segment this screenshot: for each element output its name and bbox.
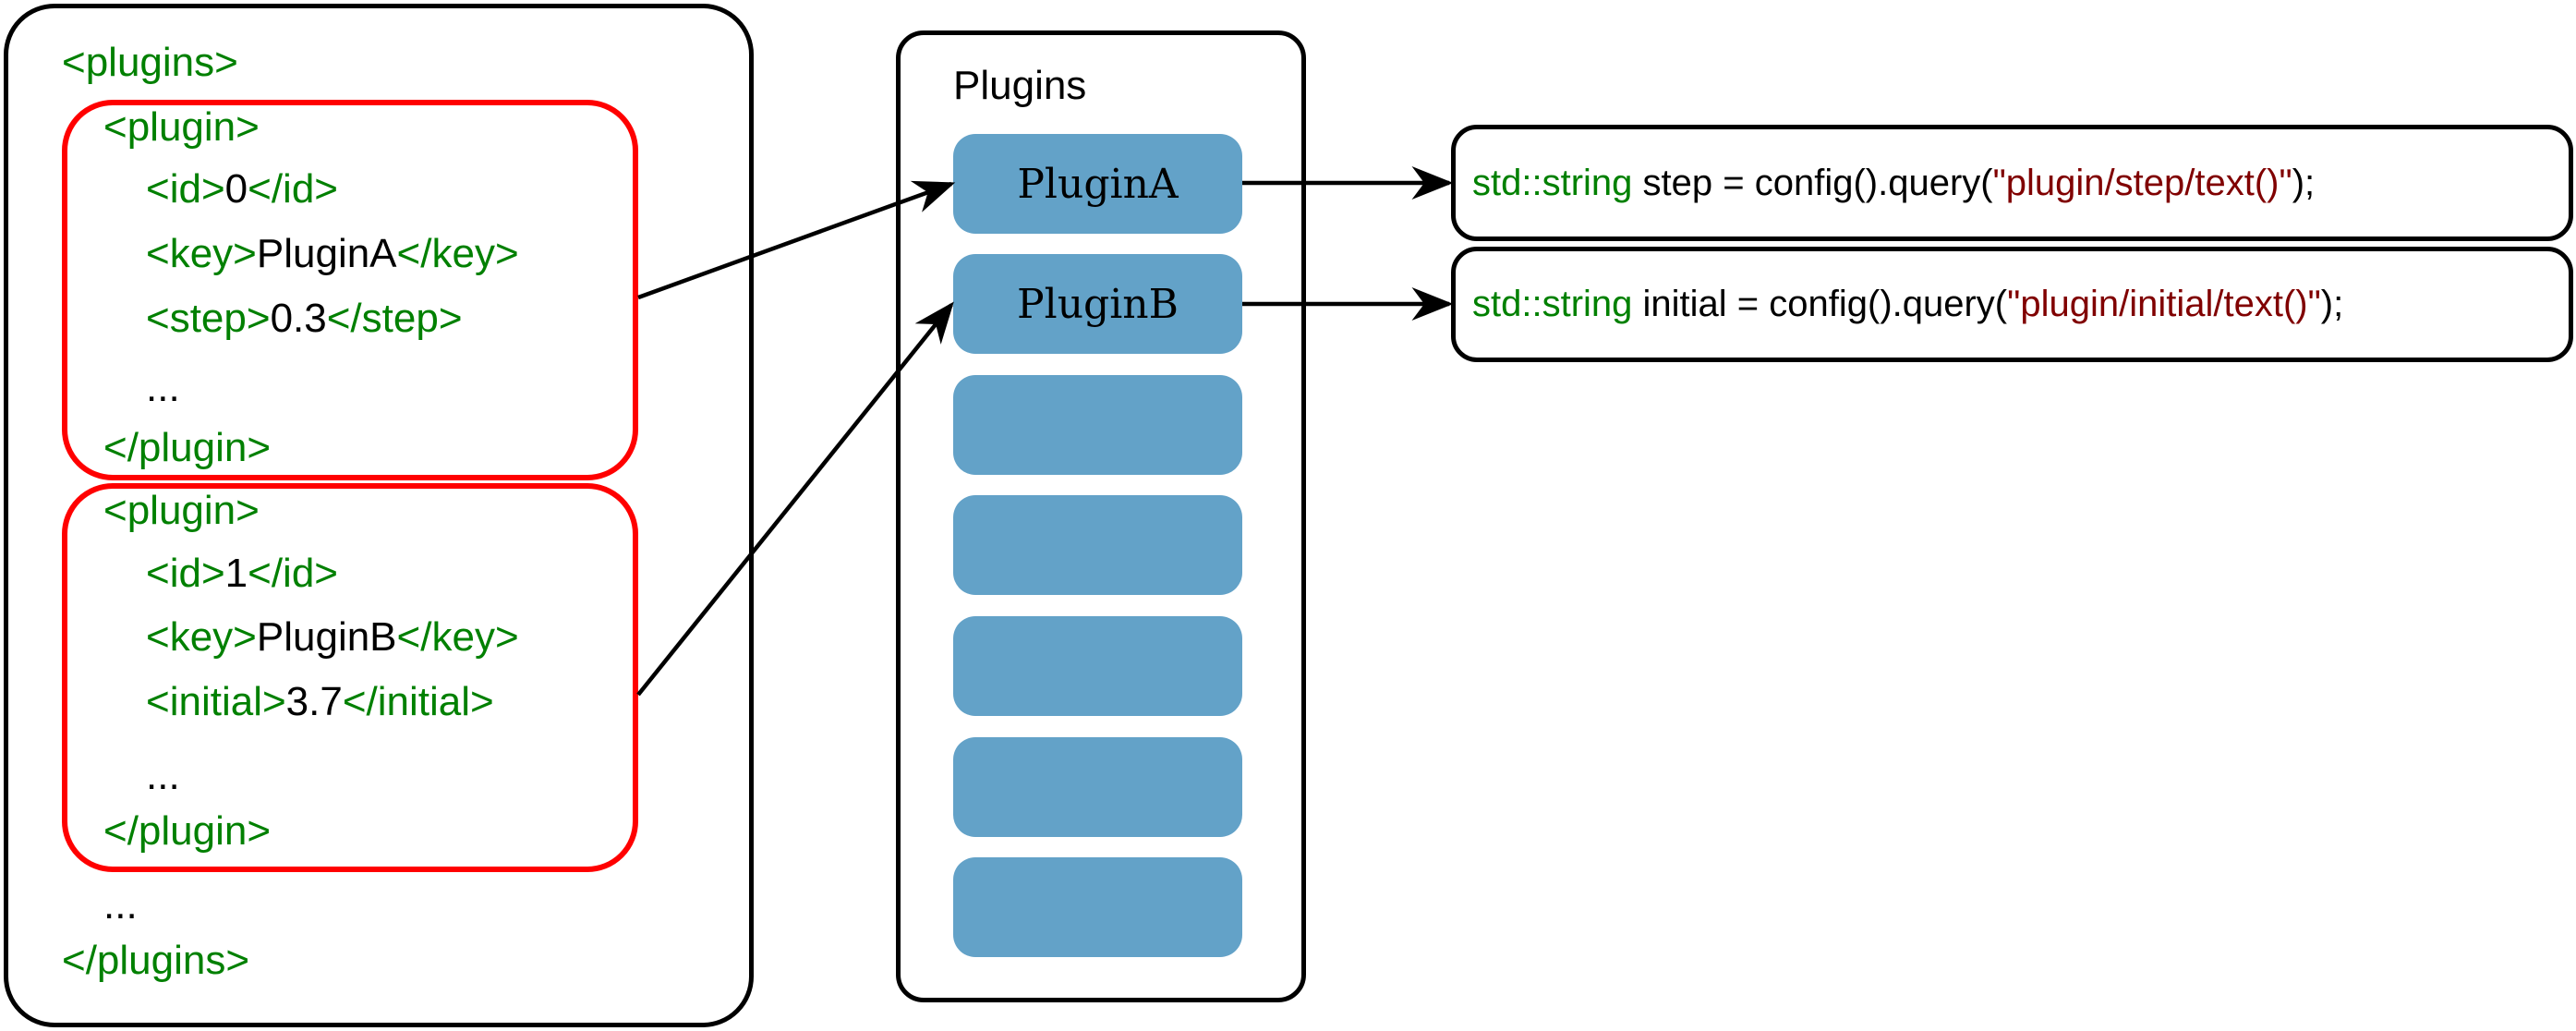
code-initial-query: std::string initial = config().query("pl…: [1451, 247, 2573, 362]
xml-line: <plugin>: [103, 488, 260, 534]
xml-line: <id>0</id>: [146, 166, 338, 212]
xml-line: ...: [146, 365, 180, 411]
xml-value: 3.7: [285, 679, 343, 724]
xml-tag-open: </plugins>: [62, 938, 250, 983]
xml-value: PluginA: [256, 231, 397, 276]
plugin-slot-empty: [953, 375, 1242, 475]
arrow-plugin-a-to-slot: [637, 180, 956, 300]
xml-line: <key>PluginA</key>: [146, 231, 519, 277]
plugin-slot-a: PluginA: [953, 134, 1242, 234]
plugin-b-highlight: [62, 483, 638, 872]
xml-tag-close: </step>: [326, 296, 463, 341]
xml-line: </plugin>: [103, 808, 271, 855]
xml-value: 1: [224, 551, 248, 596]
xml-tag-open: <plugin>: [103, 488, 260, 533]
code-expression: step = config().query(: [1632, 162, 1993, 203]
xml-tag-close: </id>: [248, 551, 338, 596]
xml-value: PluginB: [256, 614, 397, 660]
xml-tag-open: <id>: [146, 551, 225, 596]
code-step-query: std::string step = config().query("plugi…: [1451, 125, 2573, 241]
xml-tag-open: <plugins>: [62, 40, 238, 85]
xml-tag-open: <key>: [146, 231, 257, 276]
xml-line: ...: [103, 882, 138, 928]
xml-line: <id>1</id>: [146, 551, 338, 597]
xml-tag-open: <id>: [146, 166, 225, 212]
xml-tag-open: <initial>: [146, 679, 286, 724]
plugins-title: Plugins: [953, 63, 1087, 108]
plugins-container: [896, 30, 1306, 1002]
xml-line: <key>PluginB</key>: [146, 614, 519, 661]
xml-tag-close: </id>: [248, 166, 338, 212]
plugin-slot-empty: [953, 857, 1242, 957]
xml-value: 0.3: [270, 296, 327, 341]
code-expression: initial = config().query(: [1632, 284, 2008, 324]
arrow-plugin-b-to-slot: [636, 301, 954, 697]
plugin-a-highlight: [62, 100, 638, 480]
code-type: std::string: [1472, 162, 1633, 203]
code-end: );: [2292, 162, 2316, 203]
xml-tag-close: </key>: [396, 231, 519, 276]
xml-value: ...: [146, 753, 180, 798]
xml-line: </plugin>: [103, 425, 271, 471]
plugin-slot-b: PluginB: [953, 254, 1242, 354]
xml-line: </plugins>: [62, 938, 249, 984]
code-string: "plugin/initial/text()": [2007, 284, 2321, 324]
xml-tag-open: <plugin>: [103, 104, 260, 150]
plugin-slot-empty: [953, 495, 1242, 595]
xml-line: ...: [146, 753, 180, 799]
xml-tag-open: </plugin>: [103, 425, 272, 470]
xml-line: <plugin>: [103, 104, 260, 151]
code-end: );: [2320, 284, 2344, 324]
xml-config-panel: [4, 4, 754, 1027]
code-type: std::string: [1472, 284, 1633, 324]
xml-value: ...: [146, 365, 180, 410]
plugin-slot-empty: [953, 737, 1242, 837]
xml-tag-open: </plugin>: [103, 808, 272, 854]
xml-value: 0: [224, 166, 248, 212]
xml-tag-open: <step>: [146, 296, 271, 341]
xml-value: ...: [103, 882, 138, 928]
xml-line: <plugins>: [62, 40, 238, 86]
xml-tag-close: </key>: [396, 614, 519, 660]
xml-tag-close: </initial>: [342, 679, 494, 724]
xml-tag-open: <key>: [146, 614, 257, 660]
xml-line: <initial>3.7</initial>: [146, 679, 494, 725]
xml-line: <step>0.3</step>: [146, 296, 463, 342]
code-string: "plugin/step/text()": [1992, 162, 2292, 203]
plugin-slot-empty: [953, 616, 1242, 716]
